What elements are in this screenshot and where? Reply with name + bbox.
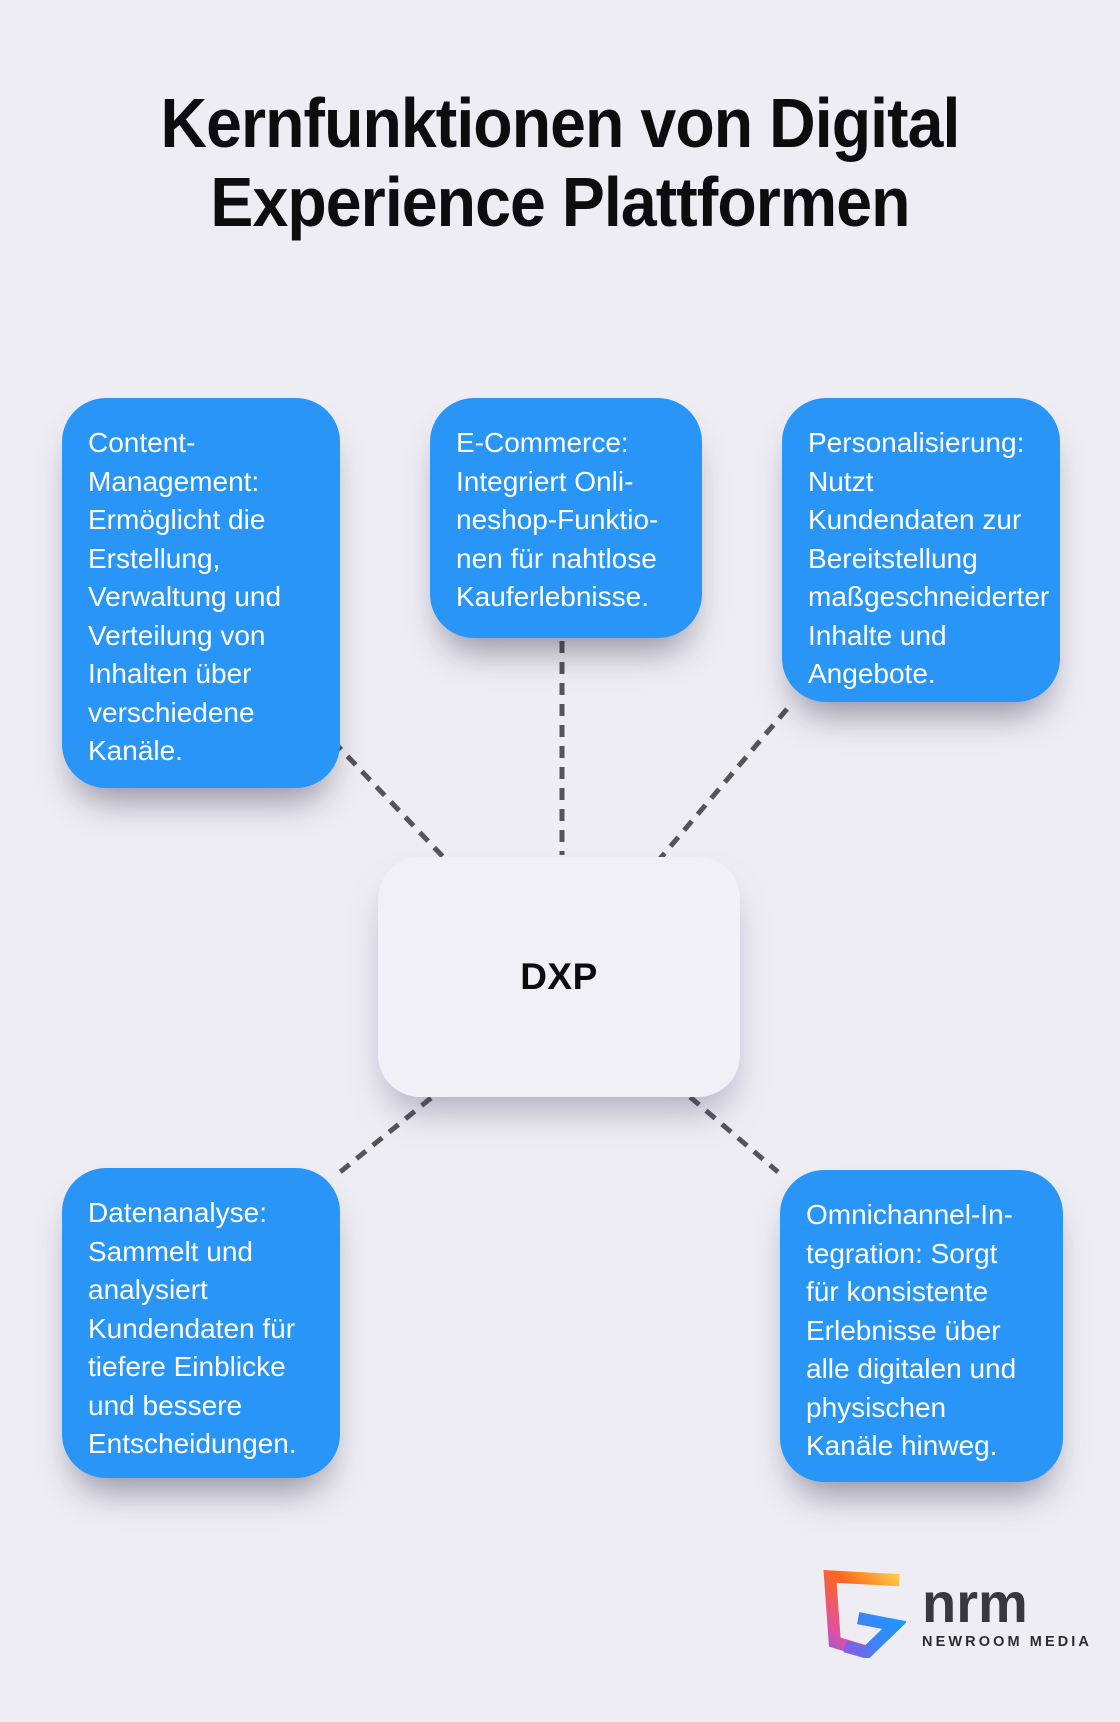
newroom-media-logo: nrm NEWROOM MEDIA	[816, 1568, 1092, 1658]
logo-subtitle: NEWROOM MEDIA	[922, 1633, 1092, 1650]
logo-brand-name: nrm	[922, 1570, 1028, 1634]
connector-omnichannel	[688, 1095, 780, 1174]
page-title: Kernfunktionen von Digital Experience Pl…	[160, 84, 961, 241]
logo-text-block: nrm NEWROOM MEDIA	[922, 1570, 1092, 1650]
card-datenanalyse: Datenanalyse: Sammelt und analysiert Kun…	[62, 1168, 340, 1478]
card-datenanalyse-text: Datenanalyse: Sammelt und analysiert Kun…	[88, 1197, 297, 1459]
card-content-management-text: Content- Management: Ermöglicht die Erst…	[88, 427, 282, 766]
card-omnichannel-integration: Omnichannel-In- tegration: Sorgt für kon…	[780, 1170, 1063, 1482]
card-personalisierung: Personalisierung: Nutzt Kundendaten zur …	[782, 398, 1060, 702]
card-e-commerce-text: E-Commerce: Integriert Onli- neshop-Funk…	[456, 427, 659, 612]
connector-content-management	[331, 739, 449, 863]
card-e-commerce: E-Commerce: Integriert Onli- neshop-Funk…	[430, 398, 702, 638]
card-personalisierung-text: Personalisierung: Nutzt Kundendaten zur …	[808, 427, 1050, 689]
card-omnichannel-integration-text: Omnichannel-In- tegration: Sorgt für kon…	[806, 1199, 1017, 1461]
nrm-g-mark-icon	[823, 1569, 906, 1658]
center-node-label: DXP	[520, 956, 598, 997]
connector-datenanalyse	[332, 1096, 433, 1179]
center-node-dxp: DXP	[378, 857, 740, 1097]
connector-personalisierung	[656, 707, 789, 863]
card-content-management: Content- Management: Ermöglicht die Erst…	[62, 398, 340, 788]
